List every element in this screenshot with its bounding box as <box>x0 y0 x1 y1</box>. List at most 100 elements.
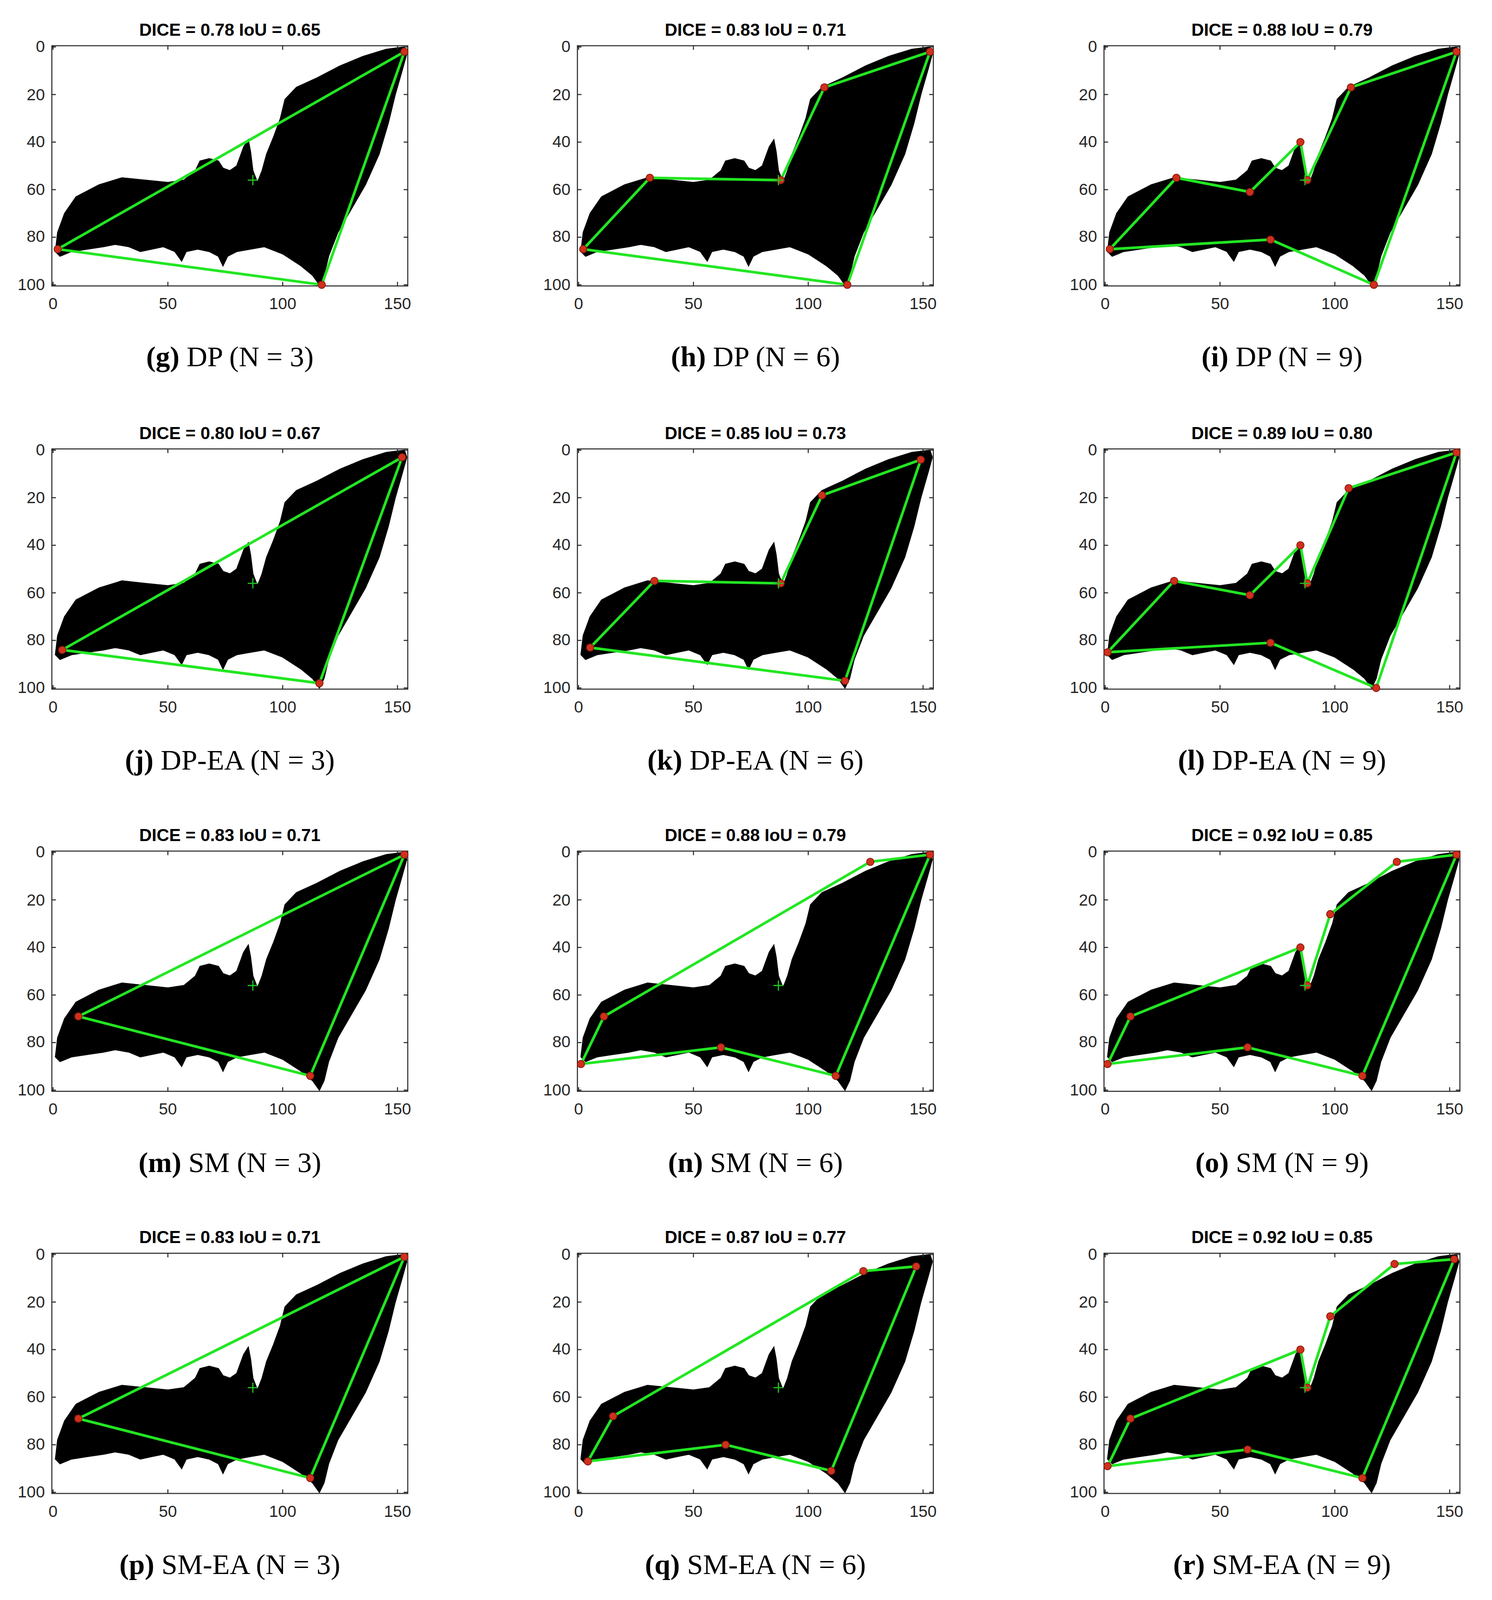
tick-mark <box>1104 284 1109 285</box>
tick-mark <box>403 188 408 190</box>
y-tick-label: 100 <box>543 275 571 295</box>
x-tick-label: 100 <box>794 1502 822 1521</box>
tick-mark <box>51 497 57 498</box>
tick-mark <box>929 1348 934 1350</box>
x-tick-label: 100 <box>1321 697 1349 717</box>
tick-mark <box>1104 1253 1106 1258</box>
y-tick-label: 80 <box>1078 1435 1098 1454</box>
x-tick-label: 150 <box>909 697 937 717</box>
tick-mark <box>692 45 694 51</box>
tick-mark <box>1334 684 1336 690</box>
centroid-marker <box>247 174 259 186</box>
vertex-dot <box>843 281 852 289</box>
x-tick-label: 50 <box>158 1100 177 1119</box>
y-tick-label: 0 <box>35 842 46 862</box>
tick-mark <box>1455 1348 1460 1350</box>
tick-mark <box>577 1301 582 1303</box>
y-tick-label: 40 <box>552 536 571 555</box>
caption-letter: (o) <box>1195 1146 1229 1178</box>
approx-polygon <box>62 457 402 684</box>
tick-mark <box>577 1443 582 1445</box>
y-tick-label: 80 <box>1078 227 1098 247</box>
y-tick-label: 40 <box>26 132 46 152</box>
y-tick-label: 60 <box>1078 583 1098 602</box>
tick-mark <box>282 281 284 286</box>
tick-mark <box>929 1396 934 1398</box>
x-tick-label: 0 <box>48 1502 59 1521</box>
subplot-caption: (q)SM-EA (N = 6) <box>645 1548 866 1581</box>
approx-polygon <box>587 1265 917 1471</box>
tick-mark <box>403 946 408 948</box>
tick-mark <box>1455 94 1460 96</box>
tick-mark <box>403 687 408 689</box>
tick-mark <box>692 281 694 286</box>
tick-mark <box>1104 236 1109 238</box>
tick-mark <box>929 1443 934 1445</box>
tick-mark <box>1455 1253 1460 1255</box>
tick-mark <box>1219 281 1221 286</box>
x-tick-label: 50 <box>158 295 177 314</box>
bat-silhouette <box>581 450 933 688</box>
x-tick-label: 0 <box>574 697 584 717</box>
y-tick-label: 20 <box>1078 85 1098 104</box>
approx-polygon <box>583 51 931 285</box>
tick-mark <box>51 851 57 853</box>
bat-silhouette <box>581 46 933 285</box>
tick-mark <box>577 1491 582 1493</box>
tick-mark <box>396 851 398 856</box>
subplot-title: DICE = 0.78 IoU = 0.65 <box>139 20 321 41</box>
tick-mark <box>807 684 809 690</box>
vertex-dot <box>1266 639 1275 647</box>
tick-mark <box>577 449 582 451</box>
y-tick-label: 100 <box>1069 678 1098 698</box>
vertex-dot <box>818 491 826 499</box>
tick-mark <box>52 45 54 51</box>
tick-mark <box>1449 448 1451 453</box>
centroid-marker <box>1299 174 1311 186</box>
vertex-dot <box>1296 1345 1305 1354</box>
y-tick-label: 0 <box>561 440 571 460</box>
caption-text: DP-EA (N = 6) <box>689 743 864 776</box>
centroid-marker <box>773 578 784 589</box>
centroid-marker <box>773 980 784 991</box>
tick-mark <box>929 1089 934 1091</box>
subplot <box>1104 45 1461 289</box>
subplot-caption: (i)DP (N = 9) <box>1201 340 1363 374</box>
y-tick-label: 0 <box>1087 842 1098 862</box>
tick-mark <box>577 141 582 143</box>
y-tick-label: 40 <box>1078 1340 1098 1359</box>
y-tick-label: 100 <box>543 678 571 698</box>
vertex-dot <box>306 1072 315 1080</box>
vertex-dot <box>1104 648 1112 656</box>
tick-mark <box>1455 497 1460 498</box>
x-tick-label: 50 <box>684 697 703 717</box>
centroid-marker <box>1299 578 1311 589</box>
bat-silhouette <box>1107 852 1460 1090</box>
subplot-title: DICE = 0.80 IoU = 0.67 <box>139 423 321 445</box>
tick-mark <box>929 188 934 190</box>
y-tick-label: 0 <box>1087 1245 1098 1264</box>
tick-mark <box>929 544 934 546</box>
tick-mark <box>167 851 169 856</box>
tick-mark <box>692 1253 694 1258</box>
tick-mark <box>1104 1491 1109 1493</box>
bat-silhouette <box>581 1254 933 1492</box>
y-tick-label: 40 <box>26 937 46 957</box>
y-tick-label: 60 <box>552 985 571 1005</box>
tick-mark <box>51 1301 57 1303</box>
axes-frame <box>1104 448 1460 690</box>
tick-mark <box>403 994 408 996</box>
x-tick-label: 150 <box>383 1100 412 1119</box>
tick-mark <box>929 284 934 285</box>
tick-mark <box>167 281 169 286</box>
y-tick-label: 80 <box>26 227 46 247</box>
vertex-dot <box>1296 943 1305 951</box>
tick-mark <box>929 592 934 594</box>
tick-mark <box>1334 1086 1336 1092</box>
subplot-title: DICE = 0.83 IoU = 0.71 <box>139 1227 321 1248</box>
caption-letter: (k) <box>647 743 683 776</box>
caption-text: SM-EA (N = 6) <box>687 1548 866 1580</box>
x-tick-label: 50 <box>1210 1100 1229 1119</box>
subplot-caption: (n)SM (N = 6) <box>667 1146 843 1179</box>
tick-mark <box>577 94 582 96</box>
